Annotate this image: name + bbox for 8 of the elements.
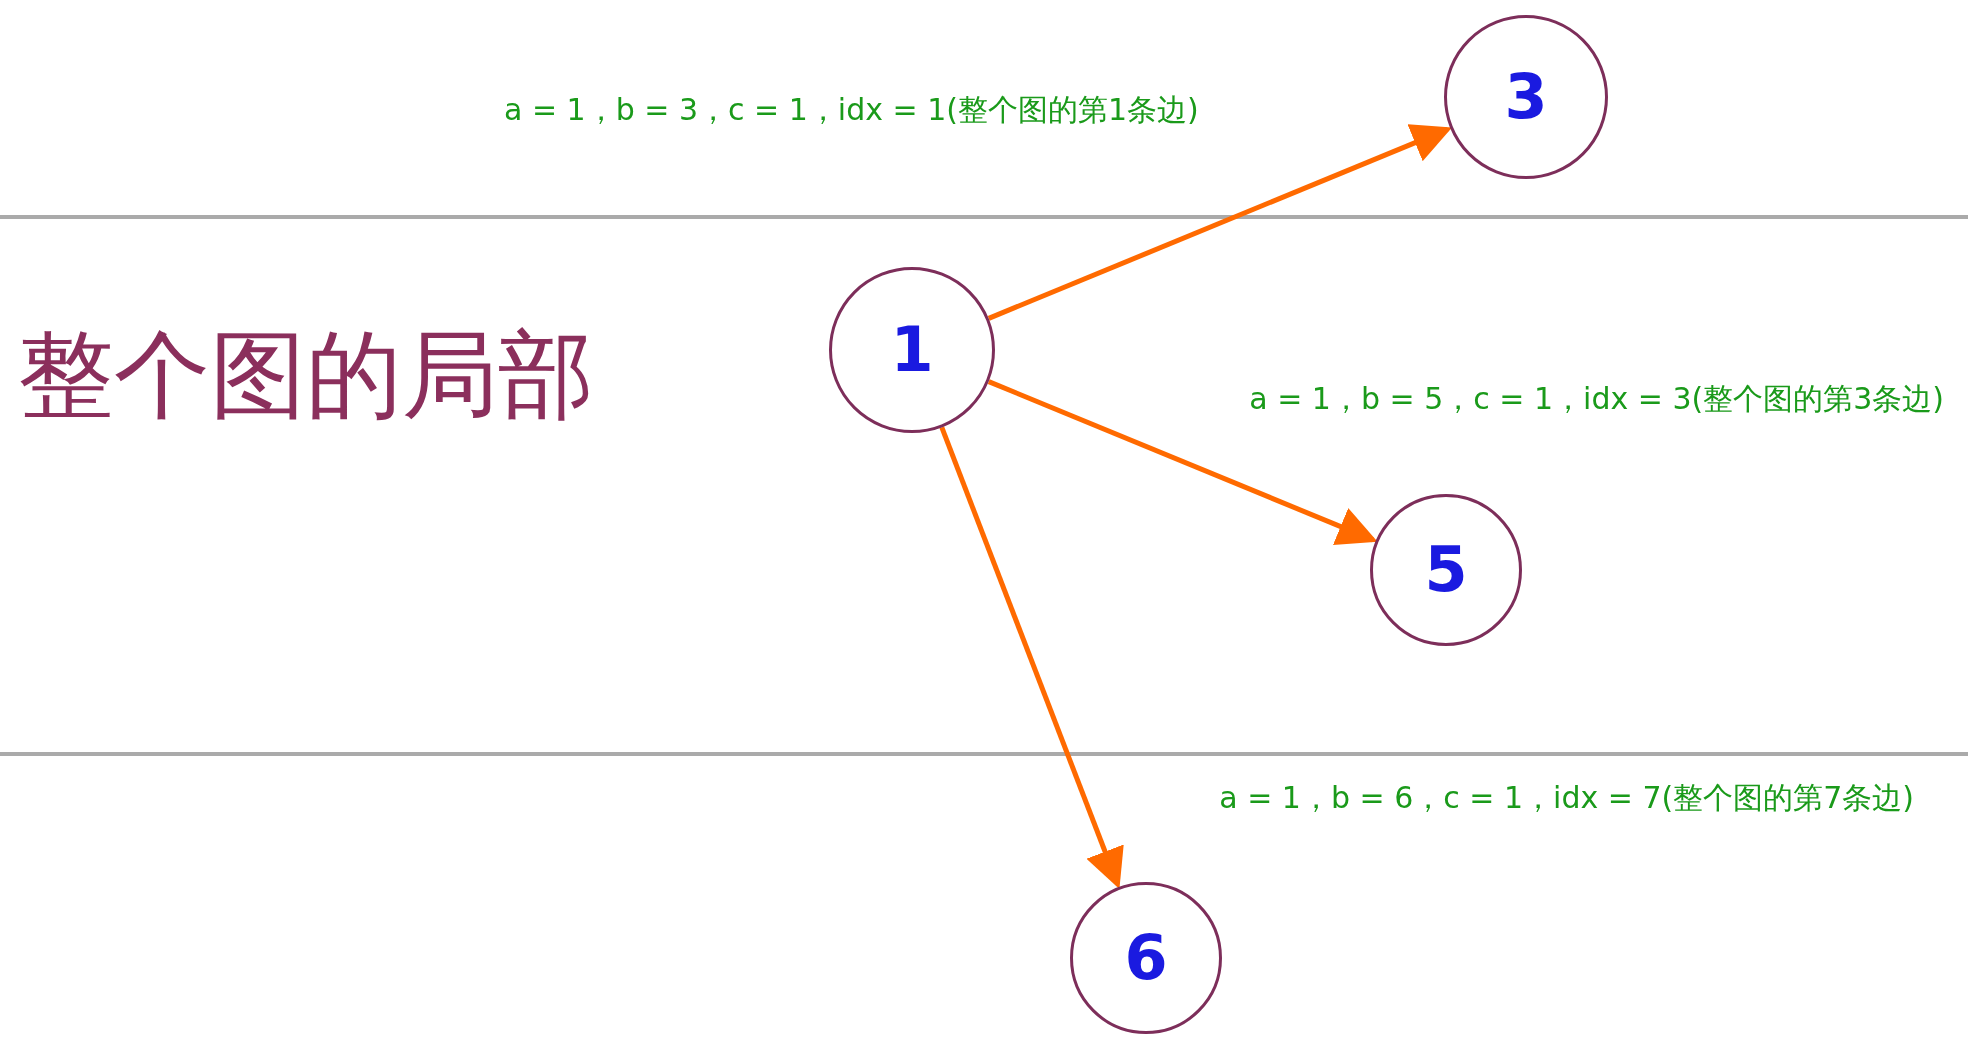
node-number: 5 [1424,539,1468,601]
arrow [987,124,1453,321]
arrow [939,426,1124,889]
node-number: 1 [890,319,934,381]
node-number: 6 [1124,927,1168,989]
arrow [987,379,1378,546]
section-label: 整个图的局部 [18,318,594,433]
node-number: 3 [1504,66,1548,128]
